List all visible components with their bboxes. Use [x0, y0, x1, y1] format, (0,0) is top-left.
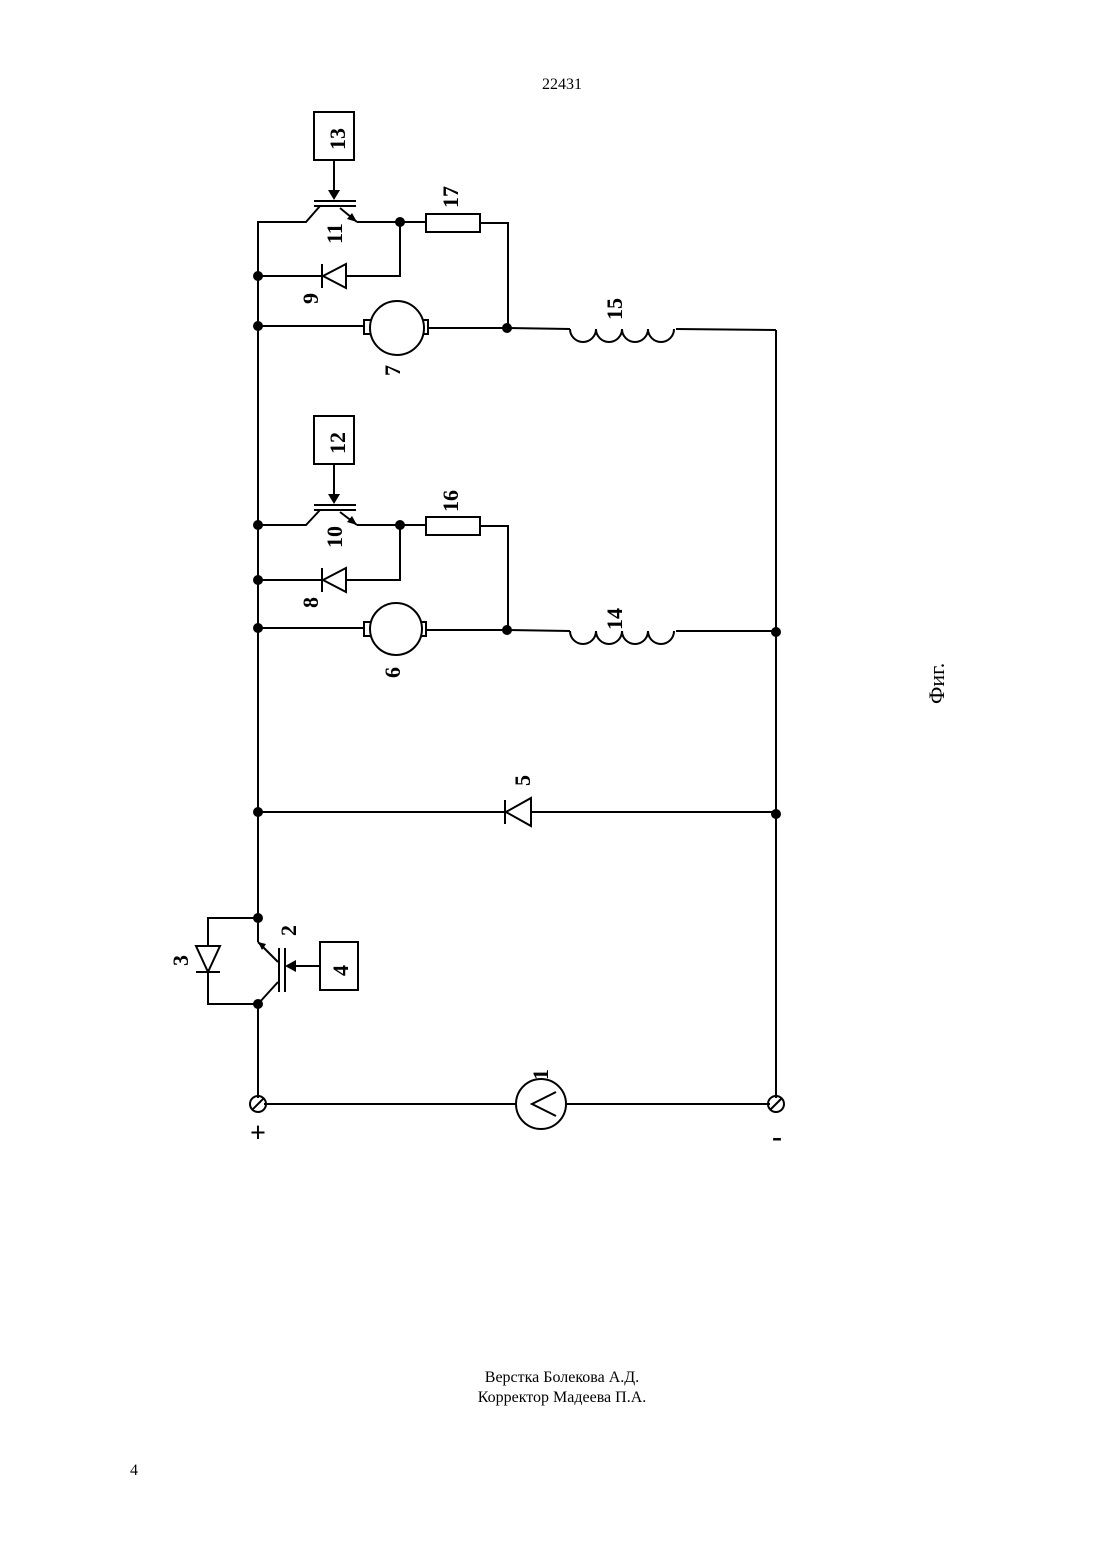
control-13-arrow	[328, 190, 340, 200]
label-17: 17	[438, 186, 463, 208]
freewheel-diode-5	[505, 798, 531, 826]
resistor-17	[426, 214, 480, 232]
resistor-16	[426, 517, 480, 535]
control-12-arrow	[328, 494, 340, 504]
label-5: 5	[510, 775, 535, 786]
positive-terminal-slash	[252, 1098, 264, 1110]
motor-7	[364, 301, 428, 355]
label-9: 9	[298, 293, 323, 304]
minus-sign: -	[772, 1120, 782, 1153]
layout-credit: Верстка Болекова А.Д.	[362, 1368, 762, 1388]
label-7: 7	[380, 365, 405, 376]
label-16: 16	[438, 490, 463, 512]
figure-caption: Фиг.	[924, 663, 950, 704]
label-2: 2	[276, 925, 301, 936]
diode-9	[322, 264, 346, 288]
resistor-b-wire	[480, 223, 508, 328]
inductor-a-wire-left	[506, 630, 570, 631]
label-6: 6	[380, 667, 405, 678]
main-diode-loop	[208, 918, 258, 1004]
junction-dots	[253, 217, 781, 1009]
label-8: 8	[298, 597, 323, 608]
label-14: 14	[602, 608, 627, 630]
label-15: 15	[602, 298, 627, 320]
page-number: 4	[130, 1462, 138, 1480]
label-11: 11	[322, 223, 347, 244]
inductor-15	[570, 329, 674, 342]
inductor-b-wire-left	[506, 328, 570, 329]
transistor-11	[314, 201, 357, 222]
negative-terminal-slash	[770, 1098, 782, 1110]
main-diode-3	[196, 946, 220, 972]
label-3: 3	[168, 955, 193, 966]
inductor-14	[570, 631, 674, 644]
label-13: 13	[325, 128, 350, 150]
corrector-credit: Корректор Мадеева П.А.	[362, 1388, 762, 1408]
resistor-a-wire	[480, 526, 508, 630]
control-4-arrow	[285, 960, 296, 972]
label-10: 10	[322, 526, 347, 548]
transistor-a-collector	[258, 510, 320, 525]
transistor-b-collector	[258, 206, 320, 276]
transistor-10	[314, 505, 357, 525]
diode-8	[322, 568, 346, 592]
label-12: 12	[325, 432, 350, 454]
plus-sign: +	[250, 1118, 266, 1149]
diode-a-wire-right	[346, 525, 400, 580]
voltage-source-1	[516, 1079, 566, 1129]
diode-b-wire-right	[346, 222, 400, 276]
label-1: 1	[528, 1069, 553, 1080]
motor-6	[364, 603, 426, 655]
label-4: 4	[328, 965, 353, 976]
credits-block: Верстка Болекова А.Д. Корректор Мадеева …	[362, 1368, 762, 1408]
inductor-b-wire-right	[676, 329, 776, 330]
